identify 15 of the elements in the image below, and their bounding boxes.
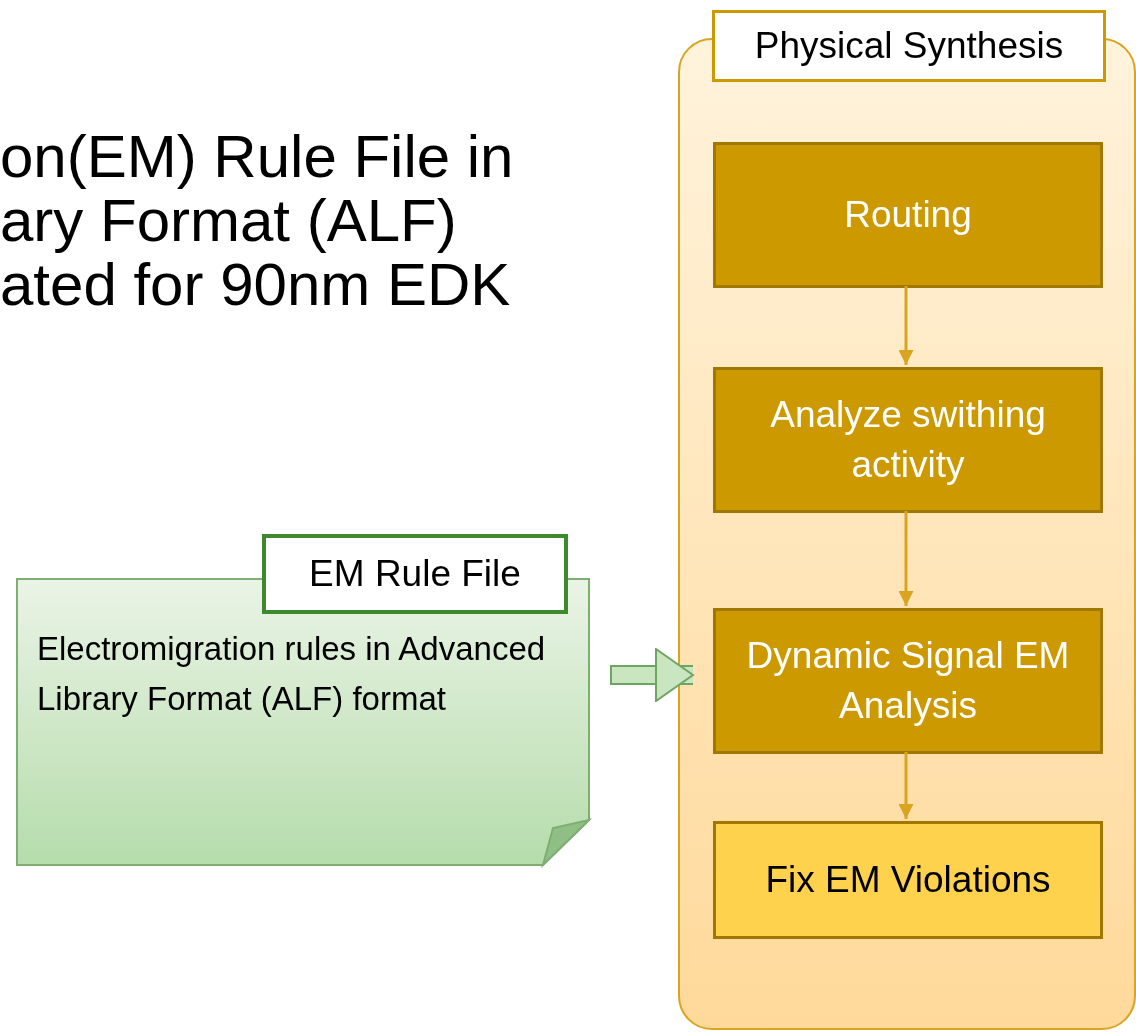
process-box	[713, 608, 1103, 754]
box-label: Dynamic Signal EM Analysis	[745, 634, 1071, 728]
box-label: Fix EM Violations	[765, 858, 1051, 902]
box-label: Routing	[844, 193, 972, 237]
title: on(EM) Rule File in ary Format (ALF) ated for 90nm EDK	[0, 125, 515, 317]
arrow	[898, 511, 914, 606]
process-box	[713, 367, 1103, 513]
arrow	[898, 286, 914, 365]
process-box	[713, 142, 1103, 288]
note-text: Electromigration rules in Advanced Library Format (ALF) format	[37, 629, 547, 719]
box-label: Analyze swithing activity	[769, 393, 1047, 487]
note-heading: EM Rule File	[262, 534, 568, 614]
arrow	[898, 752, 914, 819]
process-box	[713, 821, 1103, 939]
group-heading: Physical Synthesis	[712, 10, 1106, 82]
